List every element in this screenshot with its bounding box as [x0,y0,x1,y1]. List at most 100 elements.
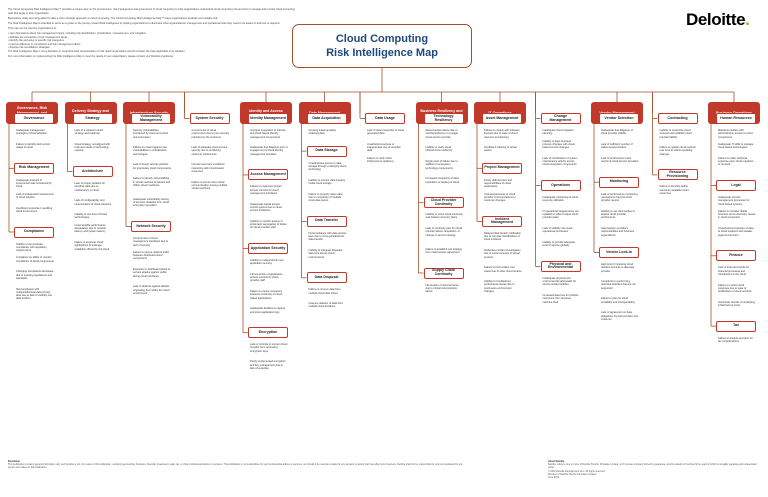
risk-item: Lack of agreement on data obligations by… [601,311,638,321]
logo-dot: . [745,10,750,29]
risk-item: Inadequate management oversight of cloud… [16,129,48,136]
intro-paragraph: The Risk Intelligence Map is not a defin… [8,49,186,53]
risk-item: Lack of defense against attacks originat… [133,285,170,295]
risk-item: Inadequate analysis of incremental risks… [16,178,52,189]
risk-item: Inability to use best of breed technolog… [74,213,107,220]
subcategory-box: Data Acquisition [306,113,347,124]
title-line: Cloud Computing [335,33,429,45]
subcategory-box: Vendor Lock-in [599,247,639,258]
subcategory-box: Data Disposal [306,272,347,284]
risk-item: Inability to align business process chan… [542,139,576,150]
disclaimer-heading: Disclaimer [8,460,21,463]
subcategory-box: Project Management [482,162,522,174]
risk-item: Lack of a coherent cloud strategy and ro… [74,129,103,136]
risk-item: Lack of clear ownership of cloud generat… [367,129,405,136]
risk-item: Inadequate due diligence of cloud provid… [601,129,633,136]
subcategory-box: Operations [540,180,581,191]
risk-item: Inadequate due diligence prior to engage… [250,146,288,156]
risk-item: Lack of internal controls for financial … [718,266,750,276]
subcategory-box: Risk Management [14,162,54,174]
risk-item: Inadequate logical access control option… [250,202,282,213]
subcategory-box: Architecture [72,166,113,178]
risk-item: Unauthorized access or inappropriate use… [367,142,401,153]
risk-item: Failure to implement proper access contr… [250,185,282,195]
risk-item: Failure to secure inter-virtual communic… [191,180,228,191]
risk-item: Disconnection failure due to overdepende… [425,129,459,139]
risk-item: Compromise of cloud environment due to p… [191,129,230,139]
about-text: Deloitte refers to one or more of Deloit… [548,463,757,470]
risk-item: Failure to remove data from multiple clo… [308,288,341,295]
risk-item: Inability to customize cloud contract an… [659,129,692,139]
about-heading: About Deloitte [548,460,565,463]
risk-item: Lack of timely security patches for prop… [133,163,171,170]
intro-bullet: • facilitate the connection of risk mana… [8,35,68,39]
disclaimer: Disclaimer This publication contains gen… [8,460,468,470]
date-text: June 2012 [548,476,560,480]
risk-item: Failure to establish exit strategy from … [425,247,462,254]
subcategory-box: Governance [14,113,54,124]
risk-item: Failure to verify cloud infrastructure r… [367,156,394,164]
risk-item: Unauthorized exposure of data at cloud l… [718,227,754,237]
intro-paragraph: For more information on implementing the… [8,55,175,59]
risk-item: Inability to move cloud continuity and d… [425,213,463,220]
risk-item: Failure to protect against new vulnerabi… [133,146,168,156]
subcategory-box: Resource Provisioning [657,169,698,181]
risk-item: Inability to provide adequate level of s… [542,241,575,248]
risk-item: Complexity in performing technical activ… [601,280,636,290]
risk-item: Failure to consider digital forensics an… [718,209,756,220]
intro-paragraph: This map can be used by organizations to… [8,26,57,30]
subcategory-box: Monitoring [599,176,639,188]
subcategory-box: Incident Management [482,215,522,227]
risk-item: Increased data loss for multiple custome… [542,294,579,304]
risk-item: Delayed data breach notification due to … [484,231,522,242]
risk-item: Insufficient expertise in auditing cloud… [16,206,53,213]
intro-bullet: • develop risk remediation strategies [8,46,50,50]
risk-item: Inadequate physical and environmental sa… [542,276,577,287]
risk-item: Inadequate records management processes … [718,196,750,206]
risk-item: Failure to secure network traffic betwee… [133,250,170,261]
risk-item: Lack of proper isolation for sensitive d… [74,182,106,192]
intro-paragraph: The Cloud Computing Risk Intelligence Ma… [8,8,295,15]
risk-item: Inability to independently test applicat… [250,259,284,266]
subcategory-box: Cloud Provider Continuity [423,197,464,209]
subcategory-box: Tax [716,320,756,332]
risk-item: Inability to monitor access or implement… [250,219,287,230]
subcategory-box: Contracting [657,113,698,124]
intro-bullet: • spur discussions about risk management… [8,31,147,35]
intro-paragraph: Businesses today are being asked to take… [8,16,218,20]
risk-item: Inability to integrate disparate data se… [308,249,343,259]
risk-item: High cost of migrating cloud resident se… [601,263,635,273]
risk-item: Failure to analyze and plan for tax cons… [718,336,753,343]
intro-bullet: • identify risk and ways to specific ris… [8,39,64,43]
risk-item: Inability to troubleshoot performance is… [484,280,515,294]
risk-item: Inadequate vulnerability testing of serv… [133,197,169,208]
risk-item: Inability to monitor data integrity insi… [308,178,346,186]
deloitte-logo: Deloitte. [686,10,750,29]
risk-item: Lack of independent assessment of cloud … [16,192,54,199]
subcategory-box: Data Storage [306,145,347,157]
subcategory-box: Encryption [248,327,288,339]
intro-bullet: • improve efficiency in compliance and r… [8,42,81,46]
risk-item: IT operational requirements not updated … [542,209,579,220]
risk-item: Poorly implemented encryption and key ma… [250,360,286,370]
subcategory-box: Vendor Selection [599,113,639,124]
risk-item: Cloud strategy not aligned with business… [74,142,110,153]
risk-item: Lack of configurability and customizatio… [74,199,112,206]
risk-item: Lack of performance monitoring mechanism… [601,192,638,203]
risk-item: Growing inappropriately collected data [308,129,336,136]
risk-item: Unresponsiveness to cloud provider commu… [484,192,516,203]
risk-item: Security vulnerabilities introduced by c… [133,129,169,139]
risk-item: Single point of failure due to addition … [425,160,458,170]
subcategory-box: Finance [716,250,756,262]
risk-item: Lack of continuity plan for cloud provid… [425,227,462,237]
about-deloitte: About Deloitte Deloitte refers to one or… [548,460,760,479]
subcategory-box: Identity Management [248,113,288,124]
subcategory-box: Vulnerability Management [131,113,171,124]
risk-item: Insecure deletion of data from multiple … [308,302,343,309]
title-line: Risk Intelligence Map [326,47,438,59]
risk-item: Inability to use third parties to assess… [601,209,635,220]
risk-item: Noncompliance with data privacy laws due… [308,231,347,242]
risk-item: Failure to engineer cloud applications t… [74,241,110,251]
risk-item: Failure to find incident root cause due … [484,266,522,273]
